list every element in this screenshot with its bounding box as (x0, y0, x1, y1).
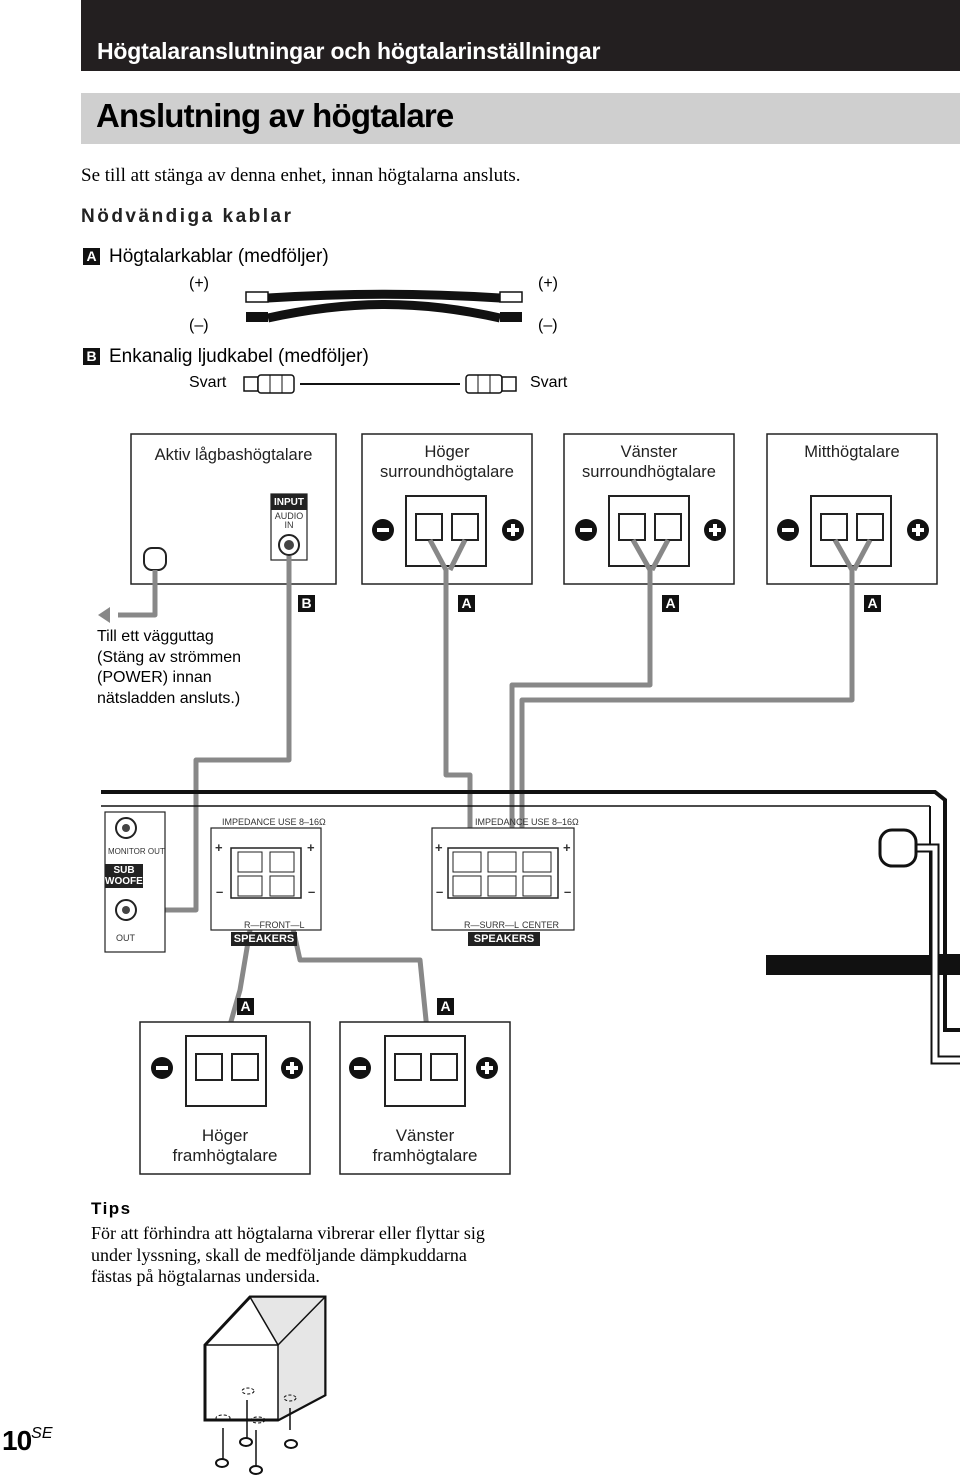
speakers-front-tag: SPEAKERS (231, 932, 297, 946)
out-label: OUT (116, 933, 135, 943)
section-header-bar (81, 0, 960, 71)
heading-bar (81, 93, 960, 144)
speaker-feet-illustration (203, 1295, 327, 1475)
wall-note-line-2: (Stäng av strömmen (97, 648, 242, 666)
input-label: INPUT (274, 497, 304, 508)
sub-woofer-tag: SUB WOOFER (105, 865, 150, 887)
terminals-top (372, 495, 929, 567)
cable-a-minus-left: (–) (189, 317, 209, 334)
surr-minus-right: – (564, 884, 572, 899)
impedance-label-front: IMPEDANCE USE 8–16Ω (222, 817, 326, 827)
wall-note-line-1: Till ett vägguttag (97, 628, 214, 645)
right-front-label-1: Höger (201, 1126, 249, 1145)
speaker-cable-illustration (245, 289, 523, 323)
left-front-label-1: Vänster (395, 1126, 455, 1145)
cable-b-color-left: Svart (189, 374, 227, 391)
center-term-label: CENTER (522, 920, 560, 930)
marker-b-sub: B (298, 595, 315, 612)
left-surround-label-1: Vänster (620, 443, 678, 461)
marker-a-left-front: A (437, 998, 454, 1015)
marker-a-center: A (864, 595, 881, 612)
surr-minus-left: – (436, 884, 444, 899)
front-minus-right: – (308, 884, 316, 899)
left-surround-label-2: surroundhögtalare (582, 463, 716, 481)
rca-cable-illustration (243, 374, 517, 394)
tips-heading: Tips (91, 1199, 132, 1218)
wall-note-line-3: (POWER) innan (97, 669, 212, 686)
right-surround-label-1: Höger (424, 443, 470, 461)
wall-note-line-4: nätsladden ansluts.) (97, 689, 241, 707)
page-number-value: 10 (2, 1425, 32, 1456)
audio-label: AUDIO (274, 511, 304, 521)
badge-b: B (83, 348, 100, 365)
front-plus-left: + (215, 840, 223, 855)
tips-text: För att förhindra att högtalarna vibrera… (91, 1223, 485, 1286)
woofer-label: WOOFER (105, 876, 150, 887)
marker-a-right-surround: A (458, 595, 475, 612)
subwoofer-label: Aktiv lågbashögtalare (154, 446, 313, 464)
right-surround-label-2: surroundhögtalare (380, 463, 514, 481)
cables-heading: Nödvändiga kablar (81, 206, 294, 227)
page-number: 10SE (2, 1425, 53, 1457)
section-title: Högtalaranslutningar och högtalarinställ… (97, 38, 601, 64)
cable-b-color-right: Svart (530, 374, 568, 391)
right-front-label-2: framhögtalare (172, 1146, 278, 1165)
cable-a-minus-right: (–) (538, 317, 558, 334)
surr-plus-left: + (435, 840, 443, 855)
badge-a: A (83, 248, 100, 265)
page-title: Anslutning av högtalare (96, 97, 454, 134)
surr-plus-right: + (563, 840, 571, 855)
front-minus-left: – (216, 884, 224, 899)
receiver-rear-panel (101, 790, 960, 1065)
sub-label: SUB (113, 865, 135, 876)
front-plus-right: + (307, 840, 315, 855)
center-label: Mitthögtalare (804, 443, 900, 461)
wall-outlet-note: Till ett vägguttag (Stäng av strömmen (P… (97, 627, 241, 709)
page-number-suffix: SE (31, 1425, 53, 1442)
monitor-out-label: MONITOR OUT (108, 847, 165, 856)
left-front-label-2: framhögtalare (372, 1146, 478, 1165)
surr-rl-label: R—SURR—L (464, 920, 520, 930)
speakers-surr-tag: SPEAKERS (468, 932, 540, 946)
in-label: IN (284, 520, 294, 530)
cable-b-label: Enkanalig ljudkabel (medföljer) (109, 346, 369, 367)
cable-a-label: Högtalarkablar (medföljer) (109, 246, 329, 267)
marker-a-right-front: A (237, 998, 254, 1015)
impedance-label-surr: IMPEDANCE USE 8–16Ω (475, 817, 579, 827)
marker-a-left-surround: A (662, 595, 679, 612)
front-rl-label: R—FRONT—L (244, 920, 305, 930)
cable-a-plus-left: (+) (189, 275, 209, 292)
cable-a-plus-right: (+) (538, 275, 558, 292)
intro-text: Se till att stänga av denna enhet, innan… (81, 165, 521, 186)
